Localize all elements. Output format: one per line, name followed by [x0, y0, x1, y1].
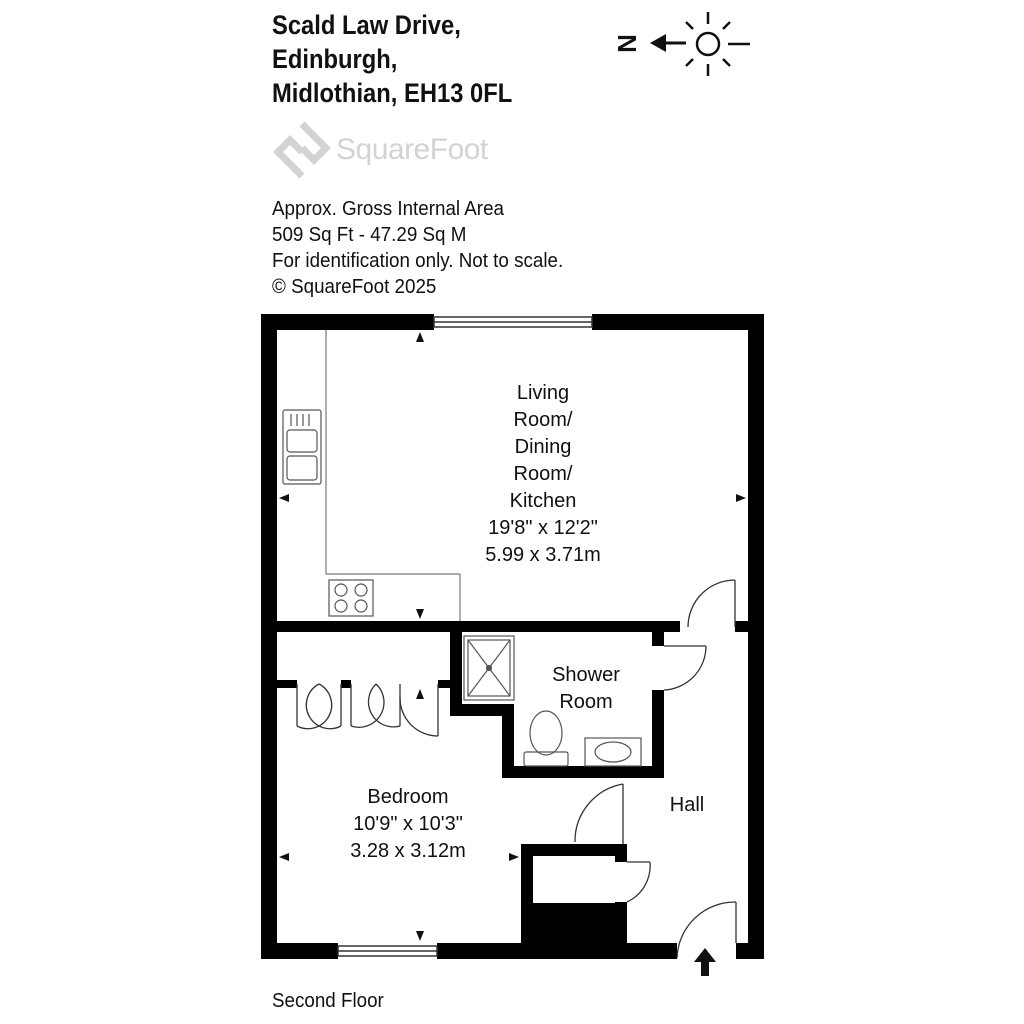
top-window: [433, 316, 593, 328]
outer-walls: [261, 314, 764, 959]
hall-name: Hall: [669, 794, 705, 816]
sink-icon: [282, 409, 322, 485]
area-info-line-2: 509 Sq Ft - 47.29 Sq M: [272, 224, 467, 246]
entrance-arrow-icon: [694, 948, 716, 976]
compass-arrow-icon: [650, 34, 686, 52]
hob-icon: [328, 579, 374, 617]
shower-room-line-2: Room: [559, 691, 613, 713]
living-room-line-5: Kitchen: [509, 490, 577, 512]
area-info-line-4: © SquareFoot 2025: [272, 276, 437, 298]
measurement-arrows: [279, 332, 746, 941]
hall-label: Hall: [670, 792, 704, 819]
bedroom-label: Bedroom 10'9" x 10'3" 3.28 x 3.12m: [350, 784, 466, 865]
living-room-line-3: Dining: [514, 436, 572, 458]
kitchen-worktops: [325, 330, 461, 621]
shower-room-line-1: Shower: [552, 664, 620, 686]
bedroom-imperial: 10'9" x 10'3": [353, 813, 463, 835]
logo-text: SquareFoot: [336, 133, 488, 166]
bottom-window: [337, 945, 438, 957]
squarefoot-logo-icon: [273, 121, 331, 179]
living-room-metric: 5.99 x 3.71m: [485, 544, 601, 566]
area-info-line-1: Approx. Gross Internal Area: [272, 198, 504, 220]
basin-icon: [584, 737, 642, 767]
address-line-3: Midlothian, EH13 0FL: [272, 78, 513, 108]
sun-icon: [685, 12, 750, 76]
toilet-icon: [523, 710, 569, 767]
living-room-imperial: 19'8" x 12'2": [488, 517, 598, 539]
living-room-line-1: Living: [516, 382, 570, 404]
doors: [296, 579, 737, 959]
address-line-2: Edinburgh,: [272, 44, 398, 74]
shower-tray-icon: [463, 635, 515, 701]
living-room-label: Living Room/ Dining Room/ Kitchen 19'8" …: [485, 380, 601, 569]
area-info-line-3: For identification only. Not to scale.: [272, 250, 564, 272]
floor-label: Second Floor: [272, 990, 384, 1012]
shower-room-label: Shower Room: [552, 662, 620, 716]
bedroom-name: Bedroom: [367, 786, 449, 808]
living-room-line-2: Room/: [513, 409, 573, 431]
bedroom-metric: 3.28 x 3.12m: [350, 840, 466, 862]
address-line-1: Scald Law Drive,: [272, 10, 461, 40]
living-room-line-4: Room/: [513, 463, 573, 485]
interior-walls: [277, 621, 748, 943]
